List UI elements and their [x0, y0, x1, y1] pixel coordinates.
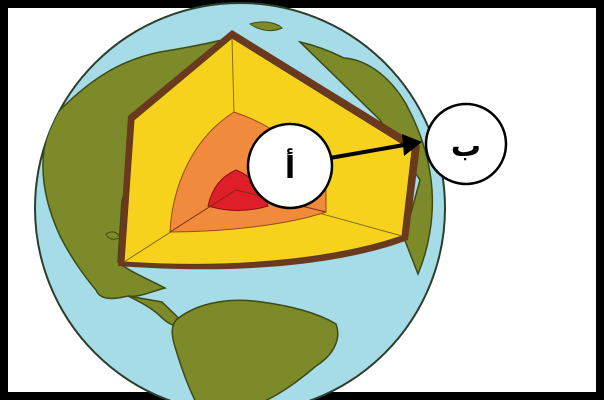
callout-outer-label: ب	[451, 129, 481, 164]
callout-inner-label: أ	[285, 148, 295, 186]
